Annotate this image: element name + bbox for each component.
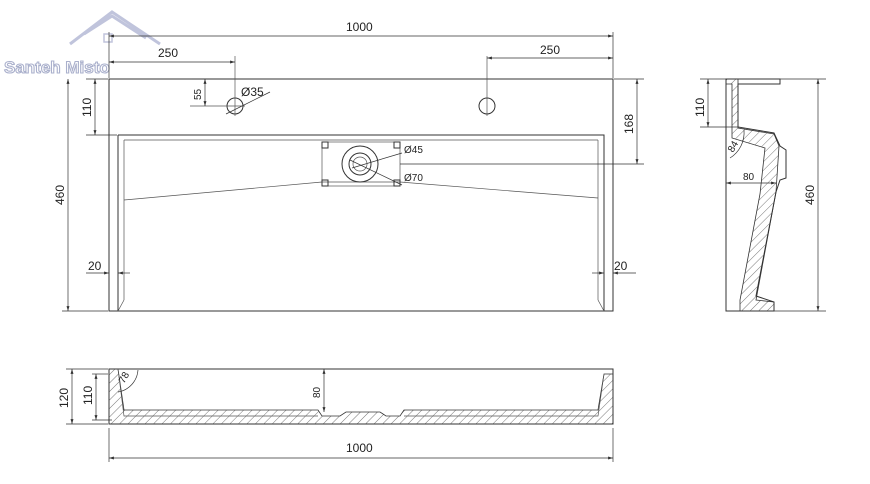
- dim-side-rim: 110: [693, 98, 707, 117]
- dim-hole-depth: 55: [193, 88, 204, 100]
- dim-front-total-height: 120: [57, 388, 71, 408]
- dim-left-hole-offset: 250: [158, 46, 178, 60]
- dim-drain-offset: 168: [622, 114, 636, 134]
- dim-right-wall: 20: [614, 259, 628, 273]
- dim-front-angle: 78: [117, 370, 132, 386]
- basin-outline-top: [108, 78, 614, 312]
- top-view: 1000 250 250 55 Ø35 110 460 168 Ø45 Ø70: [53, 20, 644, 312]
- dim-hole-diameter: Ø35: [241, 85, 264, 99]
- dim-overall-width: 1000: [346, 20, 373, 34]
- drain-inner-circle: [348, 152, 372, 176]
- dim-side-depth: 460: [803, 185, 817, 205]
- dim-right-hole-offset: 250: [540, 43, 560, 57]
- dim-left-wall: 20: [88, 259, 102, 273]
- drain-outer-circle: [341, 145, 379, 183]
- dim-rim-depth: 110: [80, 98, 94, 117]
- dim-drain-inner: Ø45: [404, 145, 423, 156]
- side-section: 110 460 80 84: [693, 78, 826, 312]
- inner-bowl-outline: [117, 134, 605, 311]
- dim-side-inner: 80: [743, 172, 755, 183]
- dim-drain-outer: Ø70: [404, 173, 423, 184]
- dim-front-drain-height: 80: [312, 386, 323, 398]
- dim-front-width: 1000: [346, 441, 373, 455]
- brand-logo: Santeh Misto: [3, 10, 161, 78]
- dim-side-angle: 84: [726, 139, 741, 155]
- dim-total-depth: 460: [53, 185, 67, 205]
- dim-front-rim-height: 110: [81, 386, 95, 405]
- window-icon: [103, 33, 113, 43]
- drain-plate: [321, 141, 401, 187]
- front-section: 120 110 78 80 1000: [57, 368, 614, 462]
- logo-text: Santeh Misto: [4, 58, 110, 77]
- house-icon: [69, 10, 161, 46]
